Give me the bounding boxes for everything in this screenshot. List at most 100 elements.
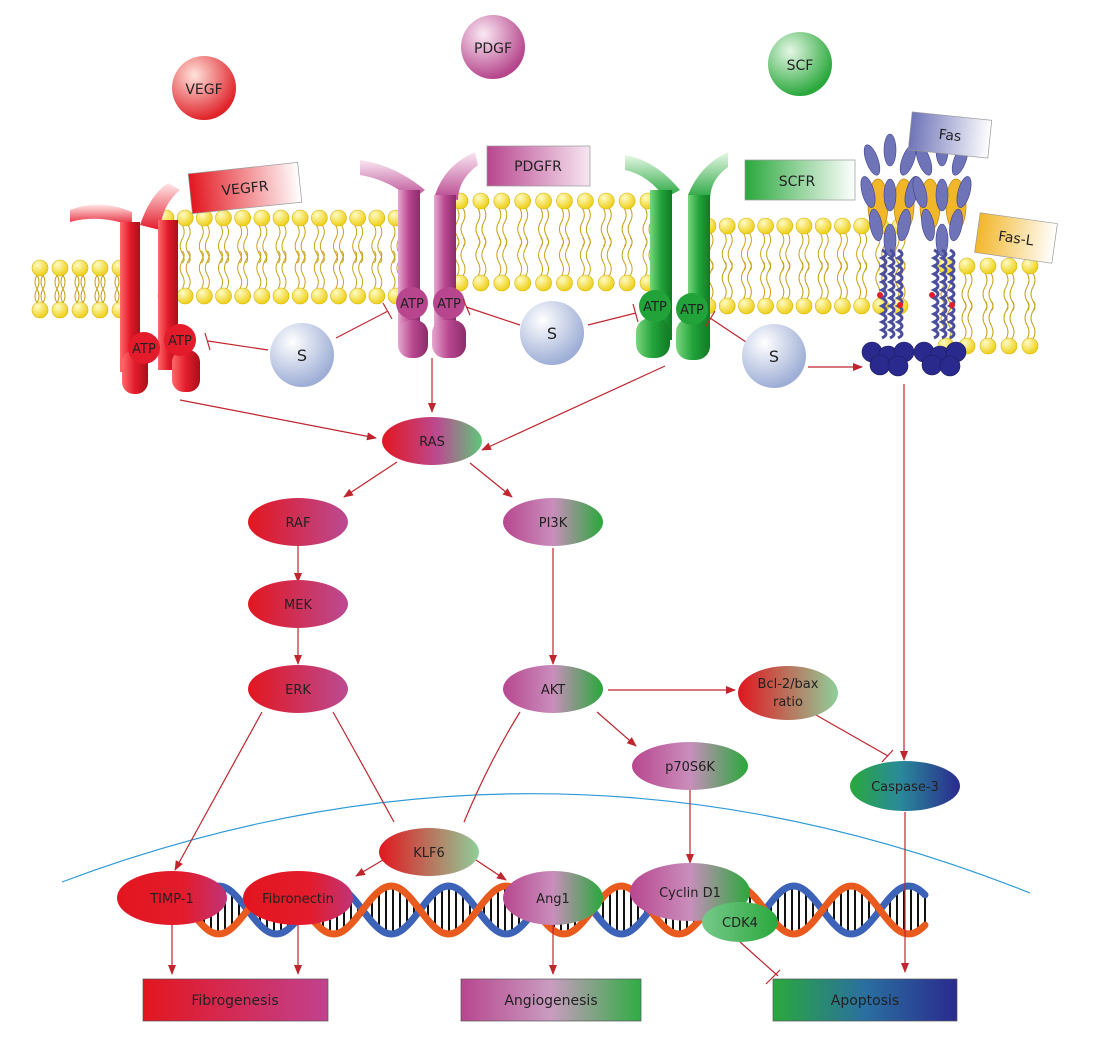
lipid-tail (798, 260, 804, 300)
lipid-head (795, 297, 813, 315)
fas-domain (883, 133, 897, 167)
fas-domain (912, 176, 928, 208)
lipid-head (253, 209, 271, 227)
fas-domain (956, 176, 972, 208)
lipid-head (514, 274, 531, 292)
lipid-head (937, 257, 955, 275)
lipid-tail (313, 250, 319, 290)
lipid-head (718, 217, 736, 235)
lipid-tail (727, 260, 733, 300)
lipid-tail (1003, 272, 1009, 312)
lipid-head (349, 287, 366, 305)
svg-text:S: S (297, 346, 307, 365)
lipid-tail (856, 232, 862, 272)
lipid-head (71, 259, 89, 277)
lipid-tail (481, 237, 487, 277)
svg-text:PI3K: PI3K (539, 516, 568, 531)
lipid-tail (275, 250, 281, 290)
svg-text:RAF: RAF (286, 516, 311, 531)
receptor-label-scfr: SCFR (744, 159, 856, 201)
lipid-head (514, 192, 531, 210)
lipid-head (834, 297, 851, 315)
fas-helix (894, 248, 904, 340)
lipid-tail (779, 232, 785, 272)
lipid-head (776, 217, 794, 235)
lipid-tail (798, 232, 804, 272)
lipid-tail (642, 237, 648, 277)
svg-text:Fibronectin: Fibronectin (262, 892, 334, 907)
scfr-receptor (625, 152, 728, 360)
svg-text:ERK: ERK (285, 683, 311, 698)
lipid-head (291, 209, 309, 227)
lipid-tail (967, 272, 973, 312)
lipid-head (91, 301, 109, 319)
lipid-tail (281, 250, 287, 290)
svg-text:VEGF: VEGF (185, 82, 222, 98)
lipid-head (834, 217, 851, 235)
pathway-connectors (168, 298, 909, 985)
svg-text:S: S (547, 324, 557, 343)
fas-helix (930, 248, 940, 340)
lipid-tail (721, 232, 727, 272)
lipid-head (597, 274, 615, 292)
lipid-tail (243, 250, 249, 290)
lipid-head (979, 257, 997, 275)
inhibitor-s-2: S (520, 301, 584, 365)
lipid-tail (727, 232, 733, 272)
svg-text:Fas: Fas (938, 127, 962, 145)
death-domain (921, 354, 943, 376)
svg-text:MEK: MEK (284, 598, 312, 613)
lipid-head (814, 297, 832, 315)
inhibitor-s-1: S (270, 323, 334, 387)
lipid-head (330, 209, 347, 227)
lipid-tail (627, 237, 633, 277)
lipid-head (330, 287, 347, 305)
lipid-tail (224, 250, 229, 290)
receptor-label-pdgfr: PDGFR (486, 145, 591, 187)
lipid-tail (856, 260, 862, 300)
svg-text:Angiogenesis: Angiogenesis (504, 993, 597, 1009)
lipid-tail (313, 224, 319, 264)
lipid-head (618, 274, 636, 292)
svg-text:S: S (769, 347, 779, 366)
lipid-head (958, 257, 976, 275)
lipid-head (853, 297, 870, 315)
lipid-tail (371, 250, 377, 290)
fas-marker (929, 292, 935, 298)
lipid-head (215, 209, 232, 227)
lipid-head (597, 192, 615, 210)
lipid-tail (300, 224, 306, 264)
lipid-tail (523, 237, 529, 277)
lipid-head (493, 192, 511, 210)
lipid-tail (390, 250, 396, 290)
lipid-tail (621, 237, 627, 277)
lipid-head (311, 287, 328, 305)
lipid-tail (256, 250, 262, 290)
fas-marker (897, 302, 903, 308)
receptor-label-fas: Fas (907, 111, 993, 159)
fas-domain (869, 208, 883, 242)
lipid-head (234, 287, 251, 305)
svg-text:CDK4: CDK4 (722, 916, 758, 931)
lipid-tail (823, 260, 829, 300)
svg-text:ATP: ATP (437, 297, 461, 312)
outcome-apoptosis: Apoptosis (772, 978, 958, 1022)
lipid-tail (982, 272, 988, 312)
lipid-head (1000, 257, 1018, 275)
fas-domain (897, 208, 911, 242)
lipid-head (472, 192, 490, 210)
svg-text:PDGFR: PDGFR (514, 159, 562, 175)
lipid-tail (237, 250, 243, 290)
lipid-head (311, 209, 328, 227)
lipid-tail (352, 250, 358, 290)
lipid-tail (377, 250, 383, 290)
lipid-tail (842, 232, 848, 272)
lipid-tail (502, 237, 508, 277)
lipid-head (472, 274, 490, 292)
ligand-vegf: VEGF (172, 56, 236, 120)
lipid-tail (517, 237, 523, 277)
atp-label-vegfr-1: ATP (128, 332, 160, 364)
node-bcl2-bax-ratio: Bcl-2/bax ratio (738, 666, 838, 720)
lipid-tail (785, 232, 791, 272)
lipid-tail (1030, 272, 1036, 312)
